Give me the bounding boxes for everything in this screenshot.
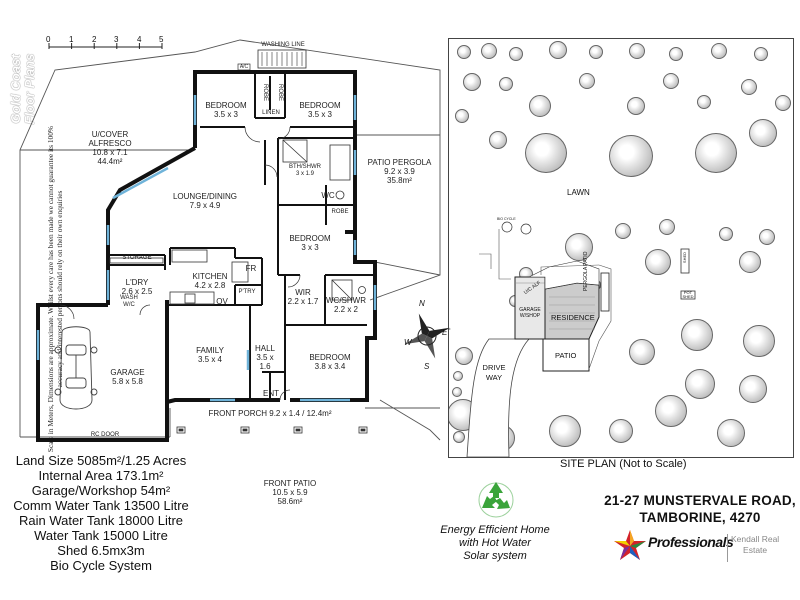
info-comm-water-tank: Comm Water Tank 13500 Litre <box>13 498 189 513</box>
scale-tick-4: 4 <box>137 35 142 44</box>
label-entry: ENT <box>263 389 279 398</box>
label-residence: RESIDENCE <box>551 313 595 322</box>
scale-tick-3: 3 <box>114 35 119 44</box>
compass-e: E <box>442 328 448 337</box>
label-robe-1: ROBE <box>262 84 268 102</box>
site-plan-title: SITE PLAN (Not to Scale) <box>560 458 687 470</box>
scale-tick-5: 5 <box>159 35 164 44</box>
scale-bar <box>48 43 163 49</box>
site-structures <box>449 221 696 457</box>
address-line1: 21-27 MUNSTERVALE ROAD, <box>604 493 796 508</box>
agency-divider <box>727 534 728 562</box>
info-rain-water-tank: Rain Water Tank 18000 Litre <box>18 513 184 528</box>
star-logo-icon <box>614 530 646 560</box>
scale-tick-1: 1 <box>69 35 74 44</box>
label-front-porch: FRONT PORCH 9.2 x 1.4 / 12.4m² <box>208 409 332 418</box>
label-robe-2: ROBE <box>277 84 283 102</box>
label-patio: PATIO <box>555 351 577 360</box>
label-ac: A/C <box>239 64 249 70</box>
label-robe-3: ROBE <box>331 209 349 215</box>
energy-line2: with Hot Water <box>459 537 531 549</box>
label-linen: LINEN <box>262 110 280 116</box>
compass-n: N <box>419 299 425 308</box>
recycle-icon <box>478 482 514 518</box>
label-lawn: LAWN <box>567 188 590 197</box>
property-info: Land Size 5085m²/1.25 Acres Internal Are… <box>6 453 196 573</box>
compass-s: S <box>424 362 430 371</box>
info-water-tank: Water Tank 15000 Litre <box>34 528 168 543</box>
label-pergola-patio: PERGOLA PATIO <box>583 251 589 291</box>
label-storage: STORAGE <box>122 255 152 261</box>
info-land-size: Land Size 5085m²/1.25 Acres <box>15 453 187 468</box>
info-bio-cycle: Bio Cycle System <box>50 558 152 573</box>
label-shed: SHED <box>682 251 688 264</box>
scale-tick-2: 2 <box>92 35 97 44</box>
label-wc: WC <box>321 191 335 200</box>
agency-name: Professionals <box>648 534 734 550</box>
property-address: 21-27 MUNSTERVALE ROAD, TAMBORINE, 4270 <box>600 492 800 526</box>
compass-w: W <box>404 338 412 347</box>
label-pantry: P'TRY <box>238 289 256 295</box>
label-fridge: FR <box>245 264 257 273</box>
energy-efficient-note: Energy Efficient Home with Hot Water Sol… <box>420 524 570 563</box>
energy-line3: Solar system <box>463 550 527 562</box>
label-rc-door: RC DOOR <box>90 432 120 438</box>
scale-tick-0: 0 <box>46 35 51 44</box>
energy-line1: Energy Efficient Home <box>440 524 550 536</box>
label-washing-line: WASHING LINE <box>261 42 305 48</box>
info-shed: Shed 6.5mx3m <box>57 543 145 558</box>
compass-rose <box>404 313 450 359</box>
label-bio-cycle: BIO CYCLE <box>497 217 516 221</box>
info-internal-area: Internal Area 173.1m² <box>38 468 164 483</box>
label-oven: OV <box>216 297 228 306</box>
floor-plan <box>19 39 441 442</box>
info-garage-workshop: Garage/Workshop 54m² <box>31 483 171 498</box>
address-line2: TAMBORINE, 4270 <box>639 510 761 525</box>
